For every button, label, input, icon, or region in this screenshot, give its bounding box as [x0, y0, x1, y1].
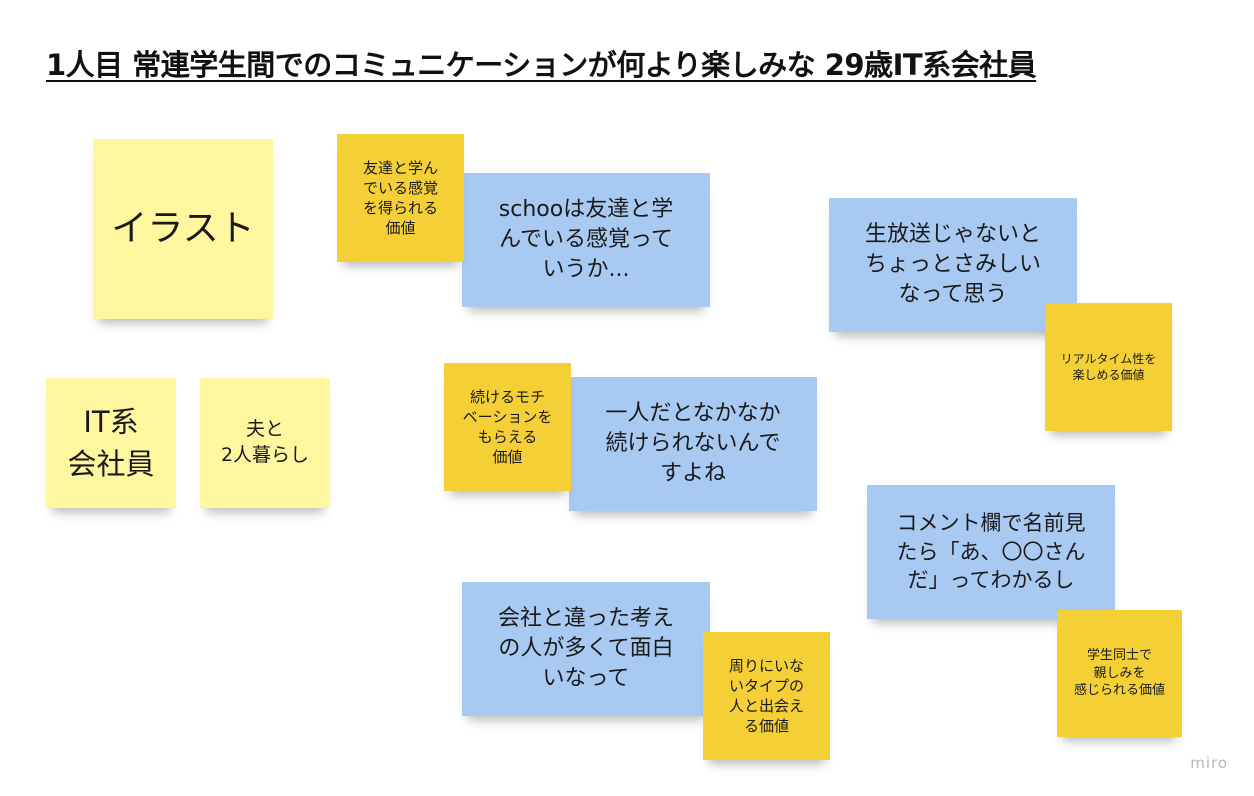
sticky-note-value-different[interactable]: 周りにいな いタイプの 人と出会え る価値	[703, 632, 830, 760]
note-text: 会社と違った考え の人が多くて面白 いなって	[497, 606, 674, 691]
sticky-note-living[interactable]: 夫と 2人暮らし	[200, 378, 330, 508]
sticky-note-value-motivation[interactable]: 続けるモチ ベーションを もらえる 価値	[444, 363, 571, 491]
sticky-note-quote-company[interactable]: 会社と違った考え の人が多くて面白 いなって	[462, 582, 710, 716]
sticky-note-illust[interactable]: イラスト	[93, 139, 273, 319]
miro-watermark: miro	[1190, 754, 1228, 772]
note-text: リアルタイム性を 楽しめる価値	[1060, 351, 1157, 382]
note-text: コメント欄で名前見 たら「あ、〇〇さん だ」ってわかるし	[896, 511, 1086, 593]
note-text: 周りにいな いタイプの 人と出会え る価値	[728, 656, 804, 736]
note-text: IT系 会社員	[67, 404, 155, 481]
note-text: 友達と学ん でいる感覚 を得られる 価値	[362, 158, 438, 238]
sticky-note-value-students[interactable]: 学生同士で 親しみを 感じられる価値	[1057, 610, 1182, 737]
note-text: schooは友達と学 んでいる感覚って いうか...	[498, 197, 674, 282]
note-text: 生放送じゃないと ちょっとさみしい なって思う	[864, 222, 1041, 307]
sticky-note-value-friends[interactable]: 友達と学ん でいる感覚 を得られる 価値	[337, 134, 464, 262]
note-text: 一人だとなかなか 続けられないんで すよね	[605, 401, 781, 486]
note-text: 学生同士で 親しみを 感じられる価値	[1073, 648, 1165, 699]
note-text: 続けるモチ ベーションを もらえる 価値	[462, 387, 553, 467]
sticky-note-quote-comment[interactable]: コメント欄で名前見 たら「あ、〇〇さん だ」ってわかるし	[867, 485, 1115, 619]
note-text: 夫と 2人暮らし	[220, 418, 310, 466]
board-title: 1人目 常連学生間でのコミュニケーションが何より楽しみな 29歳IT系会社員	[46, 48, 1037, 82]
sticky-note-job[interactable]: IT系 会社員	[46, 378, 176, 508]
sticky-note-quote-friends[interactable]: schooは友達と学 んでいる感覚って いうか...	[462, 173, 710, 307]
note-text: イラスト	[111, 207, 255, 249]
sticky-note-quote-alone[interactable]: 一人だとなかなか 続けられないんで すよね	[569, 377, 817, 511]
sticky-note-quote-live[interactable]: 生放送じゃないと ちょっとさみしい なって思う	[829, 198, 1077, 332]
sticky-note-value-realtime[interactable]: リアルタイム性を 楽しめる価値	[1045, 303, 1172, 431]
